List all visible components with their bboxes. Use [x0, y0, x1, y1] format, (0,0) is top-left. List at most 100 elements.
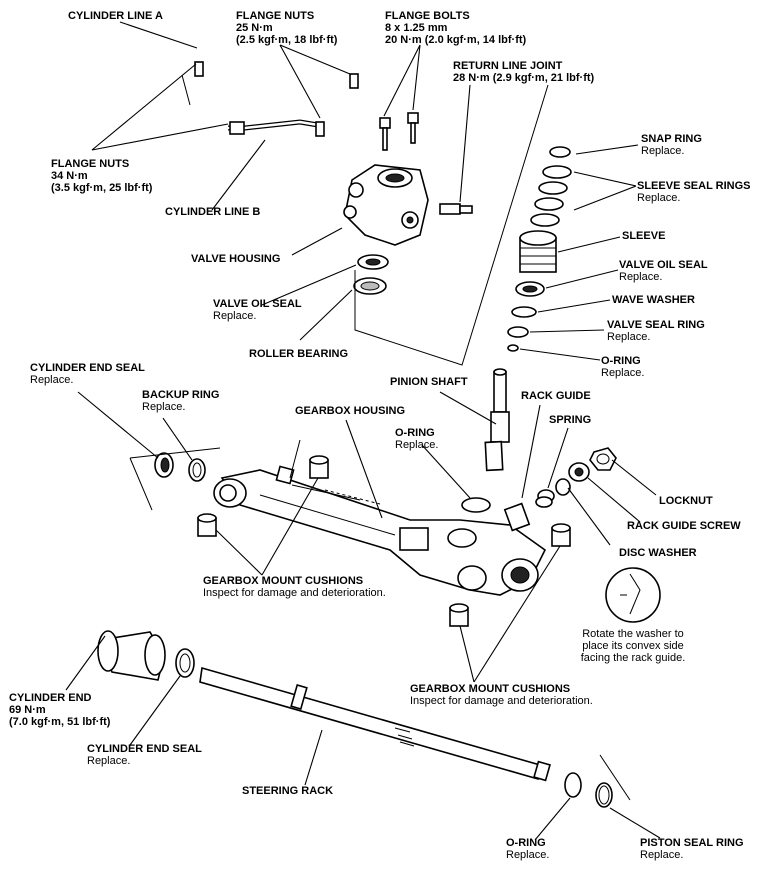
label-title: DISC WASHER [619, 547, 697, 559]
label-title: VALVE SEAL RING [607, 319, 705, 331]
label-valve-seal-ring: VALVE SEAL RING Replace. [607, 319, 705, 343]
label-spec: 20 N·m (2.0 kgf·m, 14 lbf·ft) [385, 34, 527, 46]
gearbox-housing [213, 465, 547, 596]
gearbox-mount-cushion-4 [449, 603, 469, 627]
label-spring: SPRING [549, 414, 591, 426]
note-line: place its convex side [582, 640, 684, 652]
o-ring-right [507, 344, 519, 352]
label-rack-guide: RACK GUIDE [521, 390, 591, 402]
label-gearbox-mount-cushions-right: GEARBOX MOUNT CUSHIONS Inspect for damag… [410, 683, 593, 707]
sleeve [519, 230, 557, 273]
label-cylinder-line-a: CYLINDER LINE A [68, 10, 163, 22]
flange-bolt-2 [407, 112, 419, 144]
label-title: O-RING [506, 837, 546, 849]
label-title: GEARBOX MOUNT CUSHIONS [203, 575, 364, 587]
return-line-joint [439, 203, 473, 215]
label-flange-bolts: FLANGE BOLTS 8 x 1.25 mm 20 N·m (2.0 kgf… [385, 10, 526, 46]
flange-bolt-1 [379, 117, 391, 151]
locknut [589, 447, 617, 471]
label-note: Replace. [641, 145, 685, 157]
label-valve-oil-seal-right: VALVE OIL SEAL Replace. [619, 259, 708, 283]
leader-lines [65, 21, 661, 841]
wave-washer [511, 306, 537, 318]
label-disc-washer-note: Rotate the washer to place its convex si… [572, 628, 694, 664]
label-o-ring-bottom: O-RING Replace. [506, 837, 549, 861]
label-flange-nuts-left: FLANGE NUTS 34 N·m (3.5 kgf·m, 25 lbf·ft… [51, 158, 152, 194]
gearbox-mount-cushion-3 [551, 523, 571, 547]
valve-seal-ring [507, 326, 529, 338]
label-wave-washer: WAVE WASHER [612, 294, 695, 306]
label-rack-guide-screw: RACK GUIDE SCREW [627, 520, 741, 532]
label-title: RACK GUIDE SCREW [627, 520, 741, 532]
cylinder-end-seal-top [154, 452, 174, 478]
label-title: O-RING [601, 355, 641, 367]
label-title: SLEEVE SEAL RINGS [637, 180, 751, 192]
label-spec: 34 N·m [51, 170, 88, 182]
label-backup-ring: BACKUP RING Replace. [142, 389, 219, 413]
piston-seal-ring [595, 782, 613, 808]
pinion-shaft [484, 368, 510, 472]
label-return-line-joint: RETURN LINE JOINT 28 N·m (2.9 kgf·m, 21 … [453, 60, 594, 84]
label-title: CYLINDER END [9, 692, 92, 704]
note-line: Rotate the washer to [582, 628, 684, 640]
label-spec: 25 N·m [236, 22, 273, 34]
label-note: Replace. [87, 755, 131, 767]
label-cylinder-end-seal-top: CYLINDER END SEAL Replace. [30, 362, 145, 386]
label-title: CYLINDER END SEAL [87, 743, 202, 755]
label-cylinder-end: CYLINDER END 69 N·m (7.0 kgf·m, 51 lbf·f… [9, 692, 110, 728]
label-note: Replace. [619, 271, 663, 283]
label-title: VALVE HOUSING [191, 253, 281, 265]
label-sleeve-seal-rings: SLEEVE SEAL RINGS Replace. [637, 180, 751, 204]
valve-oil-seal-left [357, 254, 389, 270]
label-pinion-shaft: PINION SHAFT [390, 376, 468, 388]
label-note: Inspect for damage and deterioration. [203, 587, 386, 599]
label-title: SPRING [549, 414, 592, 426]
label-roller-bearing: ROLLER BEARING [249, 348, 348, 360]
label-title: RETURN LINE JOINT [453, 60, 563, 72]
label-o-ring-right: O-RING Replace. [601, 355, 644, 379]
label-valve-oil-seal-left: VALVE OIL SEAL Replace. [213, 298, 302, 322]
note-line: facing the rack guide. [580, 652, 686, 664]
label-note: Replace. [506, 849, 550, 861]
label-title: FLANGE NUTS [51, 158, 130, 170]
label-note: Replace. [637, 192, 681, 204]
rack-guide [503, 502, 531, 532]
cylinder-line-a [194, 40, 359, 92]
label-spec: (2.5 kgf·m, 18 lbf·ft) [236, 34, 338, 46]
label-valve-housing: VALVE HOUSING [191, 253, 280, 265]
label-title: FLANGE NUTS [236, 10, 315, 22]
label-title: WAVE WASHER [612, 294, 695, 306]
gearbox-mount-cushion-1 [197, 513, 217, 537]
cylinder-line-b [228, 119, 325, 137]
o-ring-middle [461, 497, 491, 513]
label-locknut: LOCKNUT [659, 495, 713, 507]
label-spec: (3.5 kgf·m, 25 lbf·ft) [51, 182, 153, 194]
label-gearbox-housing: GEARBOX HOUSING [295, 405, 405, 417]
label-steering-rack: STEERING RACK [242, 785, 333, 797]
label-title: BACKUP RING [142, 389, 220, 401]
label-o-ring-middle: O-RING Replace. [395, 427, 438, 451]
label-cylinder-line-b: CYLINDER LINE B [165, 206, 260, 218]
label-title: PISTON SEAL RING [640, 837, 744, 849]
label-note: Replace. [601, 367, 645, 379]
label-title: CYLINDER LINE B [165, 206, 261, 218]
label-title: ROLLER BEARING [249, 348, 348, 360]
label-title: RACK GUIDE [521, 390, 591, 402]
label-title: CYLINDER END SEAL [30, 362, 145, 374]
label-note: Replace. [607, 331, 651, 343]
roller-bearing [353, 277, 387, 295]
label-title: GEARBOX MOUNT CUSHIONS [410, 683, 571, 695]
label-title: VALVE OIL SEAL [213, 298, 302, 310]
label-flange-nuts-top: FLANGE NUTS 25 N·m (2.5 kgf·m, 18 lbf·ft… [236, 10, 337, 46]
disc-washer-detail [605, 567, 661, 623]
sleeve-seal-rings [530, 165, 572, 227]
label-note: Inspect for damage and deterioration. [410, 695, 593, 707]
label-title: PINION SHAFT [390, 376, 468, 388]
label-title: LOCKNUT [659, 495, 713, 507]
label-title: SNAP RING [641, 133, 702, 145]
disc-washer-part [555, 478, 571, 496]
label-note: Replace. [142, 401, 186, 413]
label-spec: 8 x 1.25 mm [385, 22, 448, 34]
valve-housing [343, 164, 429, 246]
label-title: GEARBOX HOUSING [295, 405, 406, 417]
